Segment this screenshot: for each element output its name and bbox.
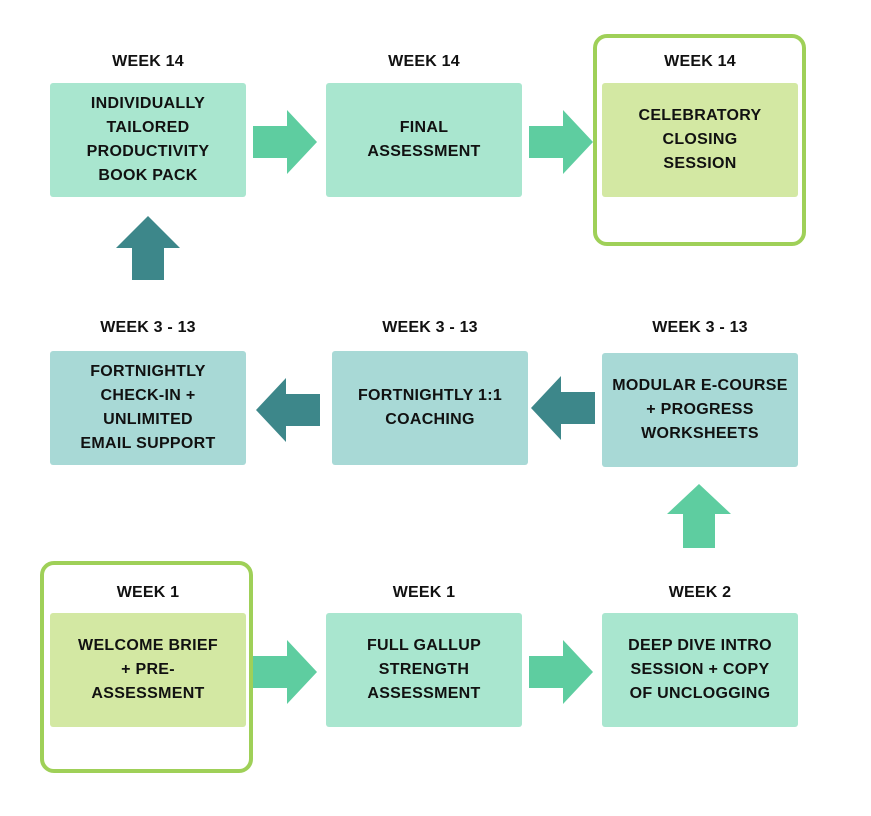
highlight-frame-closing (593, 34, 806, 246)
highlight-frame-welcome (40, 561, 253, 773)
step-book-pack: INDIVIDUALLY TAILORED PRODUCTIVITY BOOK … (50, 83, 246, 197)
arrow-right-icon (529, 110, 593, 174)
step-coaching: FORTNIGHTLY 1:1 COACHING (332, 351, 528, 465)
week-label: WEEK 1 (392, 584, 456, 601)
arrow-up-icon (667, 484, 731, 548)
arrow-left-icon (256, 378, 320, 442)
week-label: WEEK 3 - 13 (382, 319, 478, 336)
week-label: WEEK 1 (116, 584, 180, 601)
week-label: WEEK 3 - 13 (652, 319, 748, 336)
week-label: WEEK 14 (388, 53, 460, 70)
step-deep-dive: DEEP DIVE INTRO SESSION + COPY OF UNCLOG… (602, 613, 798, 727)
week-label: WEEK 3 - 13 (100, 319, 196, 336)
step-gallup-assessment: FULL GALLUP STRENGTH ASSESSMENT (326, 613, 522, 727)
arrow-right-icon (253, 640, 317, 704)
arrow-right-icon (253, 110, 317, 174)
step-closing-session: CELEBRATORY CLOSING SESSION (602, 83, 798, 197)
arrow-left-icon (531, 376, 595, 440)
week-label: WEEK 14 (112, 53, 184, 70)
step-e-course: MODULAR E-COURSE + PROGRESS WORKSHEETS (602, 353, 798, 467)
week-label: WEEK 2 (668, 584, 732, 601)
arrow-right-icon (529, 640, 593, 704)
week-label: WEEK 14 (664, 53, 736, 70)
step-final-assessment: FINAL ASSESSMENT (326, 83, 522, 197)
step-check-in-support: FORTNIGHTLY CHECK-IN + UNLIMITED EMAIL S… (50, 351, 246, 465)
step-welcome-brief: WELCOME BRIEF + PRE- ASSESSMENT (50, 613, 246, 727)
arrow-up-icon (116, 216, 180, 280)
